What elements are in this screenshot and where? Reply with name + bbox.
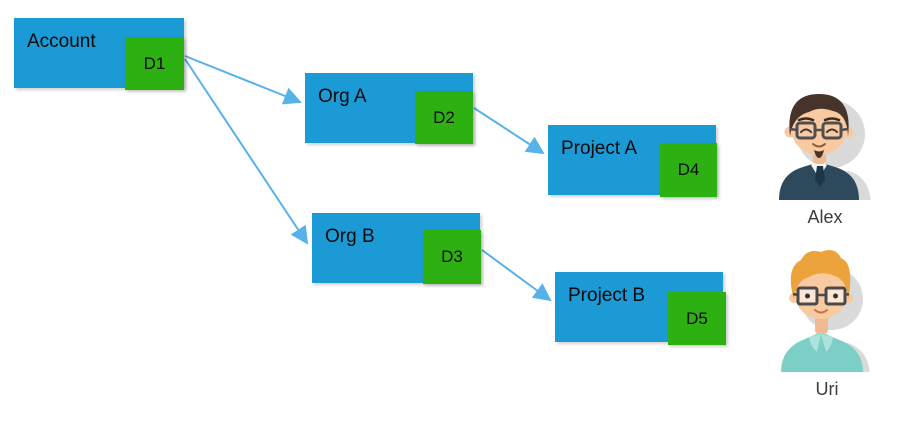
badge-d1: D1 bbox=[125, 37, 184, 90]
badge-d3: D3 bbox=[423, 230, 481, 284]
node-org-b: Org B D3 bbox=[312, 213, 481, 284]
node-org-a: Org A D2 bbox=[305, 73, 473, 144]
user-uri: Uri bbox=[776, 244, 878, 400]
alex-avatar-icon bbox=[779, 94, 871, 200]
node-org-a-label: Org A bbox=[318, 86, 367, 107]
node-project-a-label: Project A bbox=[561, 138, 638, 159]
badge-d4: D4 bbox=[660, 143, 717, 197]
user-alex-name: Alex bbox=[807, 207, 843, 227]
uri-avatar-icon bbox=[781, 250, 870, 372]
node-project-a: Project A D4 bbox=[548, 125, 717, 197]
node-account: Account D1 bbox=[14, 18, 184, 90]
edge-d3-projb bbox=[481, 249, 552, 302]
node-org-b-label: Org B bbox=[325, 226, 375, 247]
edge-d1-orgb bbox=[184, 58, 309, 245]
user-uri-name: Uri bbox=[815, 379, 839, 399]
badge-d2: D2 bbox=[415, 91, 473, 144]
node-project-b: Project B D5 bbox=[555, 272, 726, 345]
edge-d2-proja bbox=[473, 107, 545, 155]
node-account-label: Account bbox=[27, 31, 96, 52]
edge-d1-orga bbox=[184, 55, 302, 105]
badge-d5: D5 bbox=[668, 292, 726, 345]
user-alex: Alex bbox=[772, 86, 878, 228]
node-project-b-label: Project B bbox=[568, 285, 646, 306]
